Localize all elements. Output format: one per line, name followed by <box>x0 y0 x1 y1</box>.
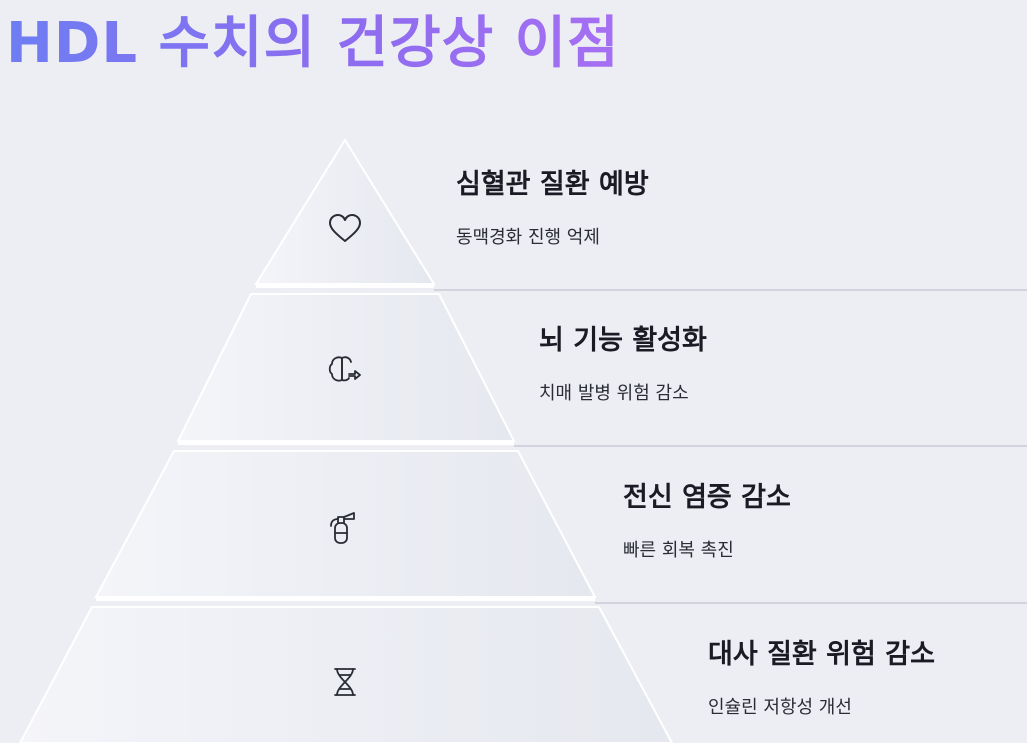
tier-2-description: 치매 발병 위험 감소 <box>539 383 689 404</box>
heart-icon <box>329 214 361 242</box>
tier-1-heading: 심혈관 질환 예방 <box>456 169 649 200</box>
tier-3-heading: 전신 염증 감소 <box>623 482 791 513</box>
tier-2-text: 뇌 기능 활성화 치매 발병 위험 감소 <box>539 323 707 407</box>
pyramid-tier-3 <box>94 450 1027 604</box>
tier-1-description: 동맥경화 진행 억제 <box>456 227 600 248</box>
tier-2-heading: 뇌 기능 활성화 <box>539 325 707 356</box>
tier-3-text: 전신 염증 감소 빠른 회복 촉진 <box>623 480 791 564</box>
pyramid-tier-4 <box>18 606 674 743</box>
fire-extinguisher-icon <box>330 512 355 544</box>
page-title: HDL 수치의 건강상 이점 <box>6 4 620 84</box>
pyramid-tier-2 <box>176 293 1027 447</box>
dna-icon <box>334 668 356 696</box>
tier-3-description: 빠른 회복 촉진 <box>623 540 734 561</box>
pyramid-tier-1 <box>254 138 1027 291</box>
tier-1-text: 심혈관 질환 예방 동맥경화 진행 억제 <box>456 167 649 251</box>
tier-4-text: 대사 질환 위험 감소 인슐린 저항성 개선 <box>708 637 935 721</box>
tier-4-heading: 대사 질환 위험 감소 <box>708 639 935 670</box>
tier-4-description: 인슐린 저항성 개선 <box>708 697 852 718</box>
brain-icon <box>328 356 361 382</box>
